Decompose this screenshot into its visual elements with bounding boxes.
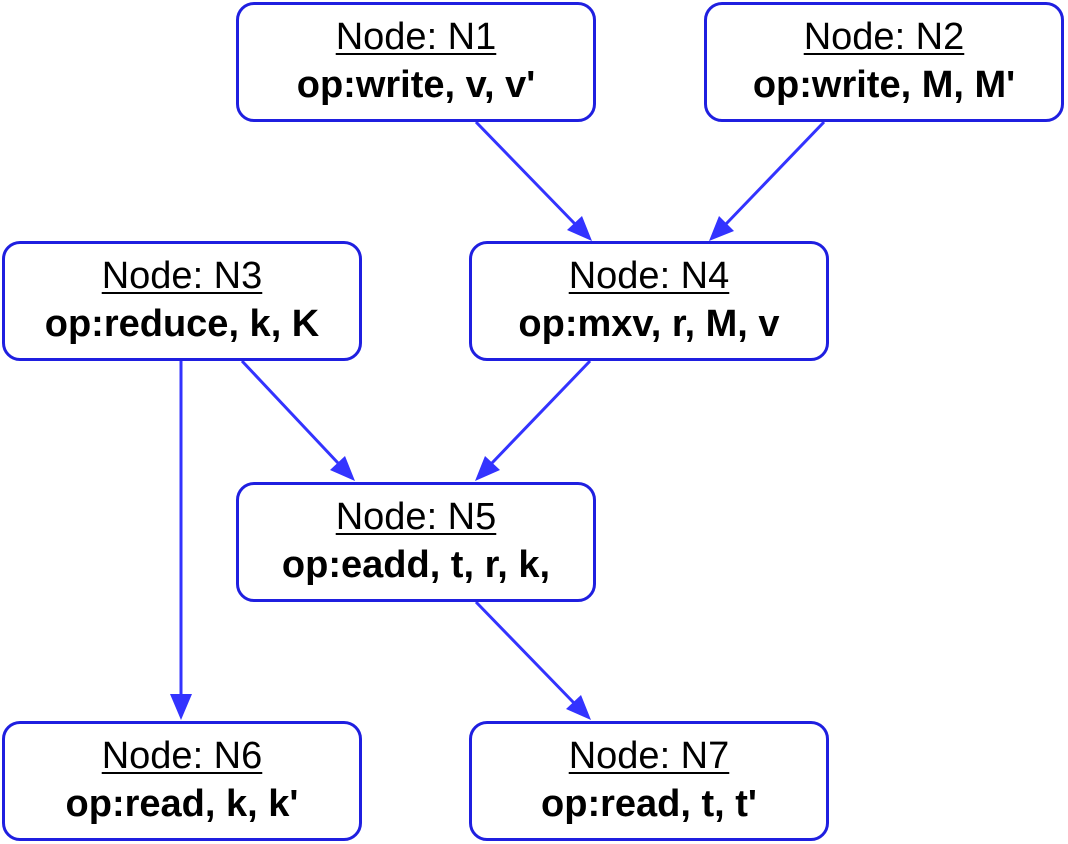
- node-n7: Node: N7 op:read, t, t': [469, 721, 829, 841]
- node-operation: op:mxv, r, M, v: [518, 303, 780, 345]
- edge-n3-n6: [170, 361, 192, 720]
- node-title: Node: N3: [101, 255, 263, 297]
- node-n2: Node: N2 op:write, M, M': [704, 2, 1064, 122]
- node-operation: op:write, M, M': [752, 64, 1016, 106]
- edge-n4-n5: [475, 359, 592, 481]
- node-operation: op:write, v, v': [296, 64, 536, 106]
- node-n3: Node: N3 op:reduce, k, K: [2, 241, 362, 361]
- edge-n3-n5: [240, 359, 355, 481]
- node-operation: op:eadd, t, r, k,: [281, 544, 551, 586]
- node-n5: Node: N5 op:eadd, t, r, k,: [236, 482, 596, 602]
- node-n6: Node: N6 op:read, k, k': [2, 721, 362, 841]
- node-operation: op:read, k, k': [65, 783, 299, 825]
- node-title: Node: N5: [335, 496, 497, 538]
- node-title: Node: N4: [568, 255, 730, 297]
- node-n4: Node: N4 op:mxv, r, M, v: [469, 241, 829, 361]
- node-title: Node: N7: [568, 735, 730, 777]
- node-title: Node: N6: [101, 735, 263, 777]
- node-title: Node: N2: [803, 16, 965, 58]
- edge-n2-n4: [709, 120, 826, 241]
- edge-n1-n4: [474, 120, 592, 241]
- edge-n5-n7: [474, 600, 591, 720]
- node-operation: op:reduce, k, K: [44, 303, 320, 345]
- node-title: Node: N1: [335, 16, 497, 58]
- node-n1: Node: N1 op:write, v, v': [236, 2, 596, 122]
- node-operation: op:read, t, t': [541, 783, 757, 825]
